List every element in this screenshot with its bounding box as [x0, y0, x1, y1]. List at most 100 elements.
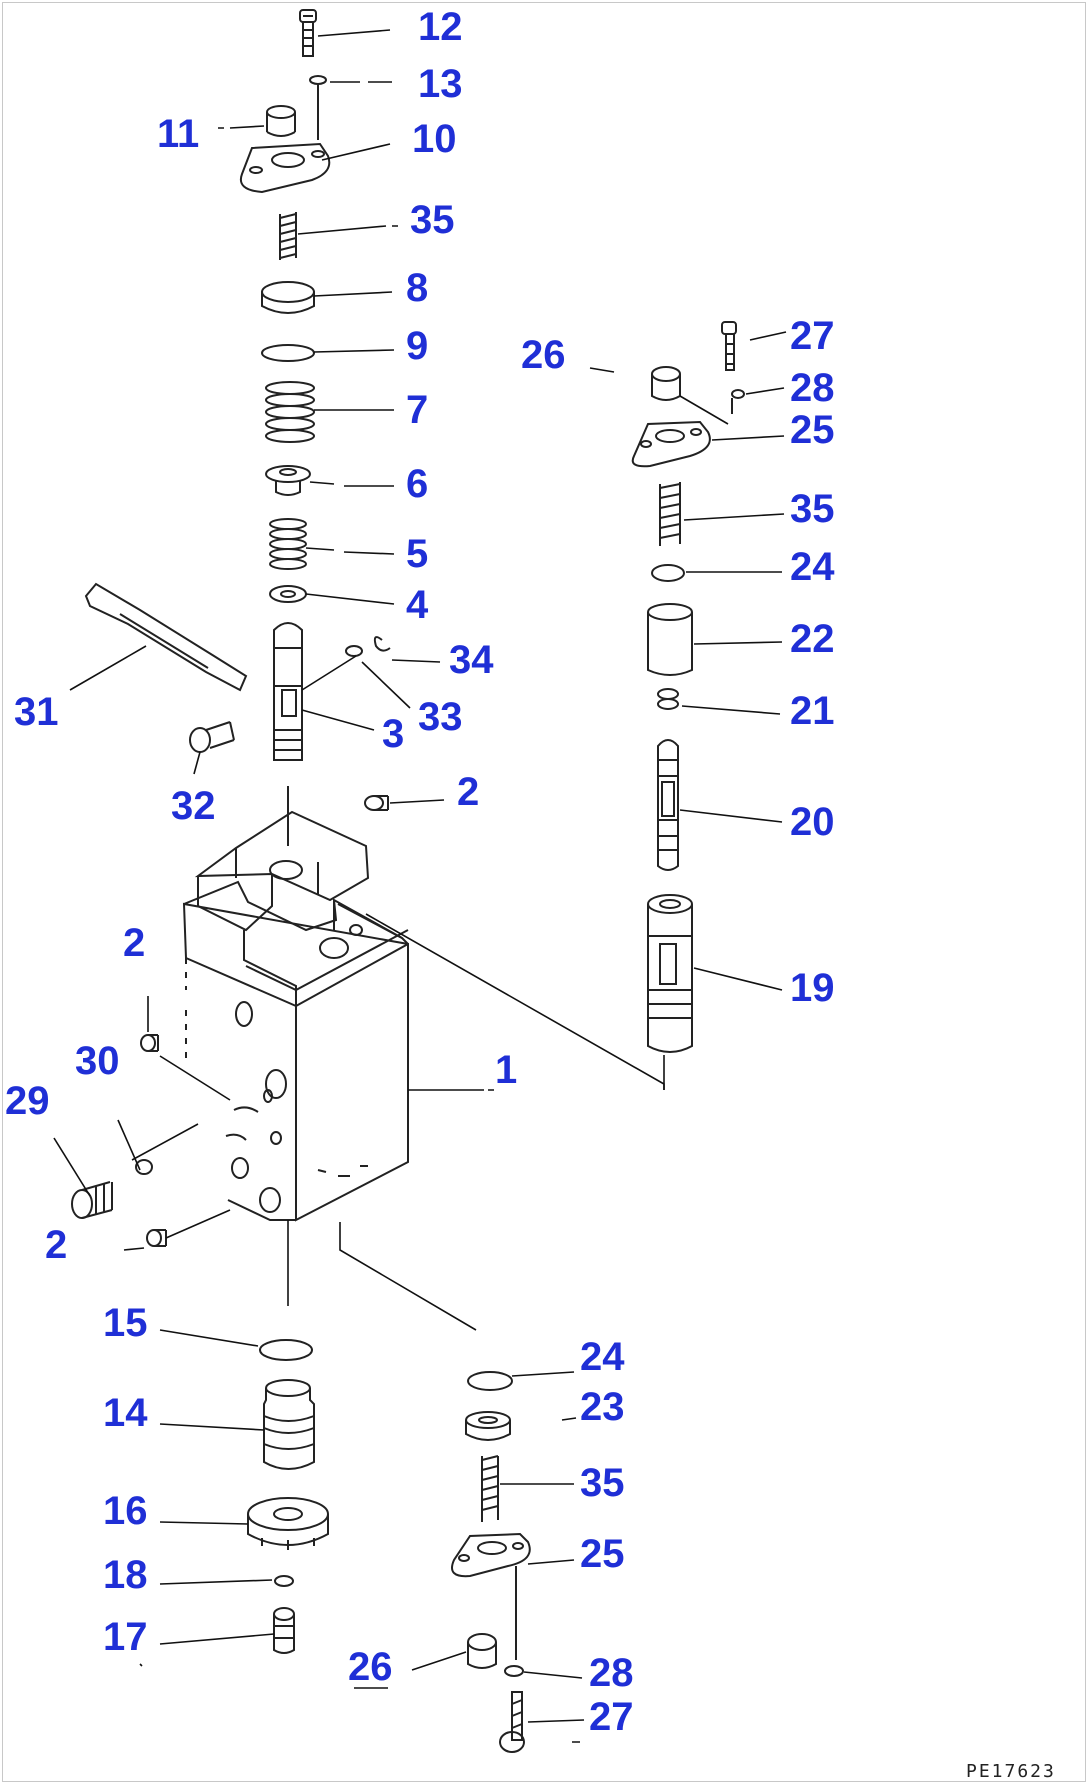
part-label-29: 29	[5, 1079, 50, 1123]
part-4-seat	[269, 585, 307, 603]
part-label-2: 2	[457, 770, 479, 814]
part-label-32: 32	[171, 784, 216, 828]
part-24-oring-upper	[651, 564, 685, 582]
part-label-19: 19	[790, 966, 835, 1010]
part-27-bolt-lower	[499, 1691, 525, 1753]
part-label-35: 35	[580, 1461, 625, 1505]
part-label-26: 26	[521, 333, 566, 377]
part-label-10: 10	[412, 117, 457, 161]
part-28-washer-lower	[504, 1665, 524, 1677]
part-label-24: 24	[580, 1335, 625, 1379]
part-35-spring-upper	[279, 212, 297, 260]
part-18-oring	[274, 1575, 294, 1587]
part-label-33: 33	[418, 695, 463, 739]
part-label-20: 20	[790, 800, 835, 844]
right-stack-parts	[631, 321, 745, 1053]
part-24-oring-lower	[467, 1371, 513, 1391]
part-label-35: 35	[410, 198, 455, 242]
part-label-18: 18	[103, 1553, 148, 1597]
part-27-bolt-upper	[721, 321, 737, 371]
part-label-23: 23	[580, 1385, 625, 1429]
part-22-sleeve	[647, 603, 693, 676]
part-3-spool	[273, 622, 303, 761]
left-stack-parts	[240, 9, 331, 846]
part-label-30: 30	[75, 1039, 120, 1083]
part-31-lever	[84, 582, 248, 692]
part-label-1: 1	[495, 1048, 517, 1092]
part-19-sleeve	[647, 894, 693, 1053]
part-label-2: 2	[123, 921, 145, 965]
part-label-3: 3	[382, 712, 404, 756]
part-label-8: 8	[406, 266, 428, 310]
part-label-2: 2	[45, 1223, 67, 1267]
part-2-plug-lower	[146, 1229, 167, 1247]
part-20-spool	[657, 739, 679, 871]
part-11-nut	[266, 105, 296, 137]
part-label-4: 4	[406, 583, 429, 627]
part-25-flange-lower	[451, 1532, 531, 1578]
part-label-14: 14	[103, 1391, 148, 1435]
part-15-oring	[259, 1339, 313, 1361]
part-12-bolt	[299, 9, 317, 57]
lever-assembly	[84, 582, 391, 811]
part-label-25: 25	[580, 1532, 625, 1576]
part-29-plug	[71, 1181, 113, 1219]
part-label-7: 7	[406, 388, 428, 432]
part-label-24: 24	[790, 545, 835, 589]
part-21-spring	[657, 688, 679, 710]
part-label-12: 12	[418, 5, 463, 49]
part-label-17: 17	[103, 1615, 148, 1659]
part-8-cap	[261, 281, 315, 314]
part-label-6: 6	[406, 462, 428, 506]
part-25-flange-upper	[631, 420, 711, 468]
part-label-13: 13	[418, 62, 463, 106]
part-label-28: 28	[589, 1651, 634, 1695]
part-2-plug-middle	[140, 1034, 159, 1052]
leader-connections	[287, 913, 665, 1331]
part-6-retainer	[265, 465, 311, 496]
part-label-27: 27	[589, 1695, 634, 1739]
part-label-34: 34	[449, 638, 494, 682]
part-label-27: 27	[790, 314, 835, 358]
part-label-28: 28	[790, 366, 835, 410]
label-leader-lines	[53, 29, 787, 1743]
part-26-nut-upper	[651, 366, 681, 401]
part-16-nut	[247, 1497, 329, 1550]
part-35-spring-right	[659, 482, 681, 546]
part-26-nut-lower	[467, 1633, 497, 1669]
part-23-seat	[465, 1411, 511, 1441]
part-28-washer-upper	[731, 389, 745, 399]
part-35-spring-lower	[481, 1455, 499, 1522]
part-14-plug	[263, 1379, 315, 1470]
part-33-washer	[345, 645, 363, 657]
part-34-clip	[373, 636, 391, 652]
part-label-21: 21	[790, 689, 835, 733]
part-label-9: 9	[406, 324, 428, 368]
drawing-code: PE17623	[966, 1761, 1056, 1782]
part-label-26: 26	[348, 1645, 393, 1689]
part-label-25: 25	[790, 408, 835, 452]
part-1-valve-body	[182, 810, 409, 1222]
part-17-plug	[273, 1607, 295, 1654]
part-30-oring	[135, 1159, 153, 1175]
side-parts	[71, 1034, 167, 1247]
part-label-16: 16	[103, 1489, 148, 1533]
part-32-bolt	[189, 721, 235, 753]
part-label-15: 15	[103, 1301, 148, 1345]
part-13-washer	[309, 75, 327, 85]
part-label-31: 31	[14, 690, 59, 734]
part-label-5: 5	[406, 532, 428, 576]
part-10-flange	[240, 142, 331, 194]
lower-left-parts	[247, 1339, 329, 1654]
part-7-spring	[265, 381, 315, 443]
part-5-spring	[269, 518, 307, 570]
lower-right-parts	[451, 1371, 531, 1753]
part-label-22: 22	[790, 617, 835, 661]
part-label-35: 35	[790, 487, 835, 531]
part-2-plug-upper	[364, 795, 389, 811]
part-9-oring	[261, 344, 315, 362]
part-label-11: 11	[157, 112, 199, 156]
